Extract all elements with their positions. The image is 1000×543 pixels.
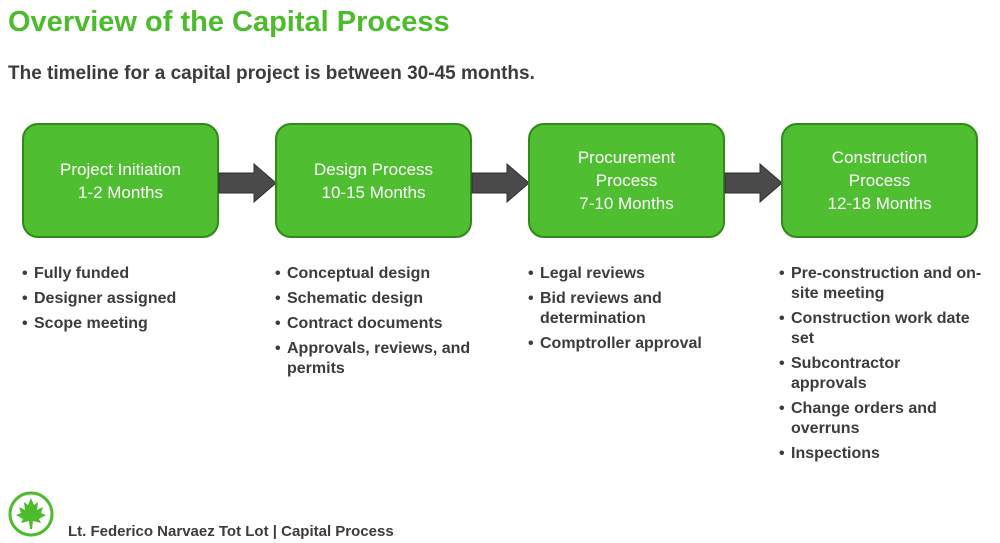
step-box-line: Process <box>595 171 658 190</box>
list-item: •Designer assigned <box>22 290 177 307</box>
list-item: •Contract documents <box>275 315 443 332</box>
step-box-line: Process <box>848 171 911 190</box>
list-item: •Schematic design <box>275 290 424 307</box>
list-item: •Subcontractor approvals <box>779 355 901 392</box>
list-item: •Pre-construction and on-site meeting <box>779 265 982 302</box>
page-subtitle: The timeline for a capital project is be… <box>8 63 535 84</box>
list-item: •Comptroller approval <box>528 335 702 352</box>
step-bullet-list-procurement: •Legal reviews •Bid reviews and determin… <box>528 264 733 359</box>
arrow-right-icon <box>218 163 277 203</box>
list-item: •Legal reviews <box>528 265 645 282</box>
list-item: •Approvals, reviews, and permits <box>275 340 471 377</box>
step-box-line: 1-2 Months <box>77 182 164 202</box>
step-box-line: Project Initiation <box>60 159 181 179</box>
list-item: •Scope meeting <box>22 315 148 332</box>
step-box-line: Design Process <box>313 159 434 179</box>
step-box-procurement-process: Procurement Process 7-10 Months <box>528 123 725 238</box>
list-item: •Construction work date set <box>779 310 970 347</box>
footer-text: Lt. Federico Narvaez Tot Lot | Capital P… <box>68 523 394 540</box>
step-box-line: Procurement <box>577 148 676 167</box>
list-item: •Change orders and overruns <box>779 400 937 437</box>
step-box-design-process: Design Process 10-15 Months <box>275 123 472 238</box>
step-bullet-list-initiation: •Fully funded •Designer assigned •Scope … <box>22 264 222 339</box>
list-item: •Conceptual design <box>275 265 431 282</box>
list-item: •Fully funded <box>22 265 130 282</box>
arrow-right-icon <box>724 163 783 203</box>
step-box-line: 10-15 Months <box>321 182 426 202</box>
step-bullet-list-design: •Conceptual design •Schematic design •Co… <box>275 264 475 384</box>
list-item: •Bid reviews and determination <box>528 290 662 327</box>
page-title: Overview of the Capital Process <box>8 6 450 38</box>
step-box-line: Construction <box>831 148 928 167</box>
list-item: •Inspections <box>779 445 880 462</box>
step-box-line: 12-18 Months <box>827 194 932 213</box>
step-box-line: 7-10 Months <box>579 194 674 213</box>
maple-leaf-icon <box>8 491 54 537</box>
step-bullet-list-construction: •Pre-construction and on-site meeting •C… <box>779 264 984 469</box>
step-box-project-initiation: Project Initiation 1-2 Months <box>22 123 219 238</box>
step-box-construction-process: Construction Process 12-18 Months <box>781 123 978 238</box>
arrow-right-icon <box>471 163 530 203</box>
